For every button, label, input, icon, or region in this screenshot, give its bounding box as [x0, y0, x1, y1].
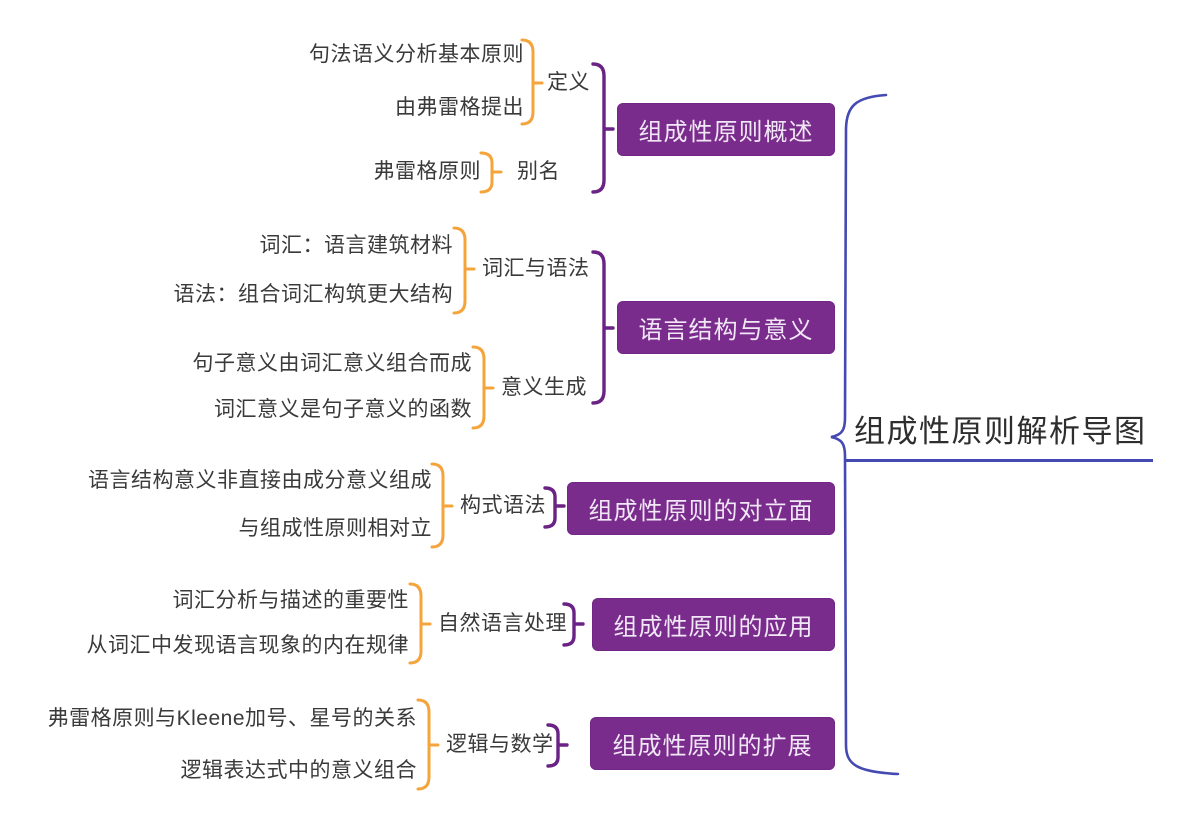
leaf-item[interactable]: 由弗雷格提出 — [395, 96, 524, 119]
leaf-item[interactable]: 与组成性原则相对立 — [238, 517, 432, 540]
leaf-item[interactable]: 词汇：语言建筑材料 — [259, 234, 453, 257]
topic-box-overview[interactable]: 组成性原则概述 — [617, 103, 835, 156]
subtopic-cihui-yufa[interactable]: 词汇与语法 — [482, 257, 590, 280]
leaf-item[interactable]: 语言结构意义非直接由成分意义组成 — [88, 469, 432, 492]
leaf-item[interactable]: 句法语义分析基本原则 — [309, 43, 524, 66]
leaf-item[interactable]: 语法：组合词汇构筑更大结构 — [173, 283, 453, 306]
root-topic[interactable]: 组成性原则解析导图 — [846, 412, 1153, 462]
leaf-item[interactable]: 词汇分析与描述的重要性 — [172, 589, 409, 612]
topic-box-structure-meaning[interactable]: 语言结构与意义 — [617, 301, 835, 354]
leaf-item[interactable]: 词汇意义是句子意义的函数 — [214, 398, 472, 421]
branch-bracket-3 — [543, 486, 566, 529]
leaf-item[interactable]: 逻辑表达式中的意义组合 — [180, 759, 417, 782]
topic-box-extension[interactable]: 组成性原则的扩展 — [590, 717, 835, 770]
subtopic-bieming[interactable]: 别名 — [517, 160, 560, 183]
subtopic-luoji-shuxue[interactable]: 逻辑与数学 — [446, 733, 554, 756]
group-bracket-cihui-yufa — [452, 226, 476, 315]
group-bracket-nlp — [408, 582, 432, 665]
leaf-item[interactable]: 从词汇中发现语言现象的内在规律 — [86, 634, 409, 657]
subtopic-goushi-yufa[interactable]: 构式语法 — [460, 494, 546, 517]
topic-box-application[interactable]: 组成性原则的应用 — [592, 598, 835, 651]
group-bracket-yiyi-shengcheng — [471, 345, 495, 430]
branch-bracket-5 — [546, 723, 569, 768]
subtopic-dingyi[interactable]: 定义 — [547, 71, 590, 94]
group-bracket-goushi-yufa — [430, 462, 454, 549]
root-brace — [830, 93, 900, 776]
branch-bracket-2 — [591, 250, 615, 405]
leaf-item[interactable]: 句子意义由词汇意义组合而成 — [192, 352, 472, 375]
topic-box-opposite[interactable]: 组成性原则的对立面 — [567, 482, 835, 535]
leaf-item[interactable]: 弗雷格原则与Kleene加号、星号的关系 — [47, 707, 417, 730]
subtopic-yiyi-shengcheng[interactable]: 意义生成 — [501, 376, 587, 399]
branch-bracket-4 — [562, 602, 585, 647]
branch-bracket-1 — [591, 62, 615, 194]
group-bracket-dingyi — [520, 38, 544, 126]
subtopic-nlp[interactable]: 自然语言处理 — [438, 612, 567, 635]
group-bracket-bieming — [479, 151, 503, 194]
group-bracket-luoji-shuxue — [416, 698, 440, 791]
leaf-item[interactable]: 弗雷格原则 — [373, 160, 481, 183]
